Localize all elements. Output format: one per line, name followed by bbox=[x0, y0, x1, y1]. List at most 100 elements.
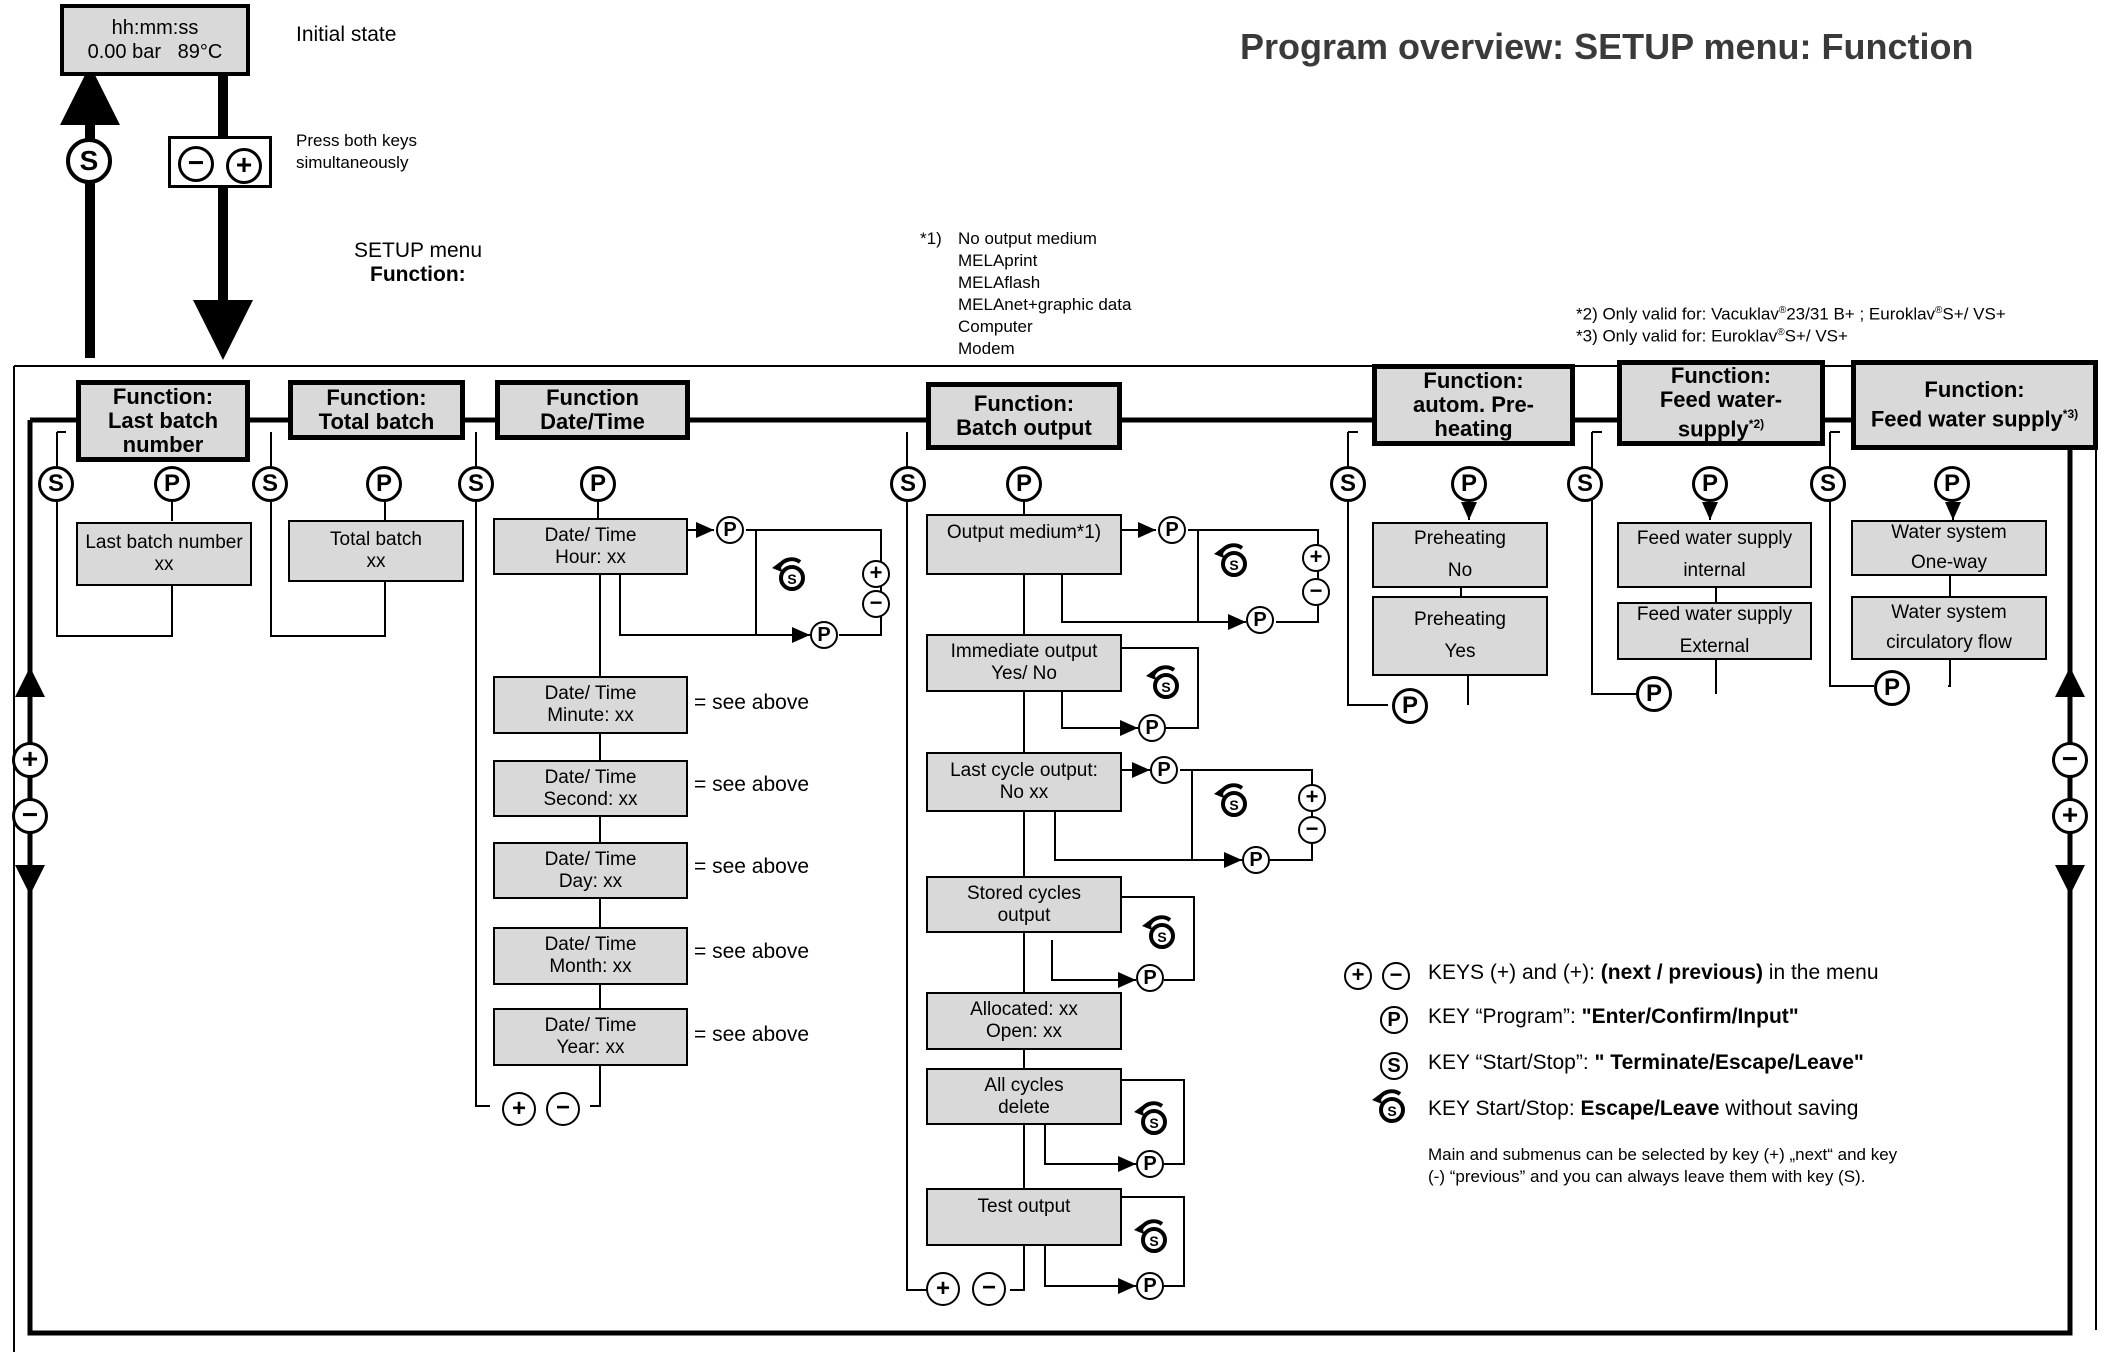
p-key-icon: P bbox=[1136, 964, 1164, 992]
minus-key-icon: − bbox=[1302, 578, 1330, 606]
plus-key-icon: + bbox=[1344, 962, 1372, 990]
function-feed-water-supply-box[interactable]: Function: Feed water supply*3) bbox=[1851, 360, 2098, 450]
p-key-icon: P bbox=[1934, 466, 1970, 502]
output-medium-box: Output medium*1) bbox=[926, 514, 1122, 575]
footnote-1-item: MELAprint bbox=[958, 251, 1038, 270]
see-above-label: = see above bbox=[694, 940, 810, 963]
footnote-1-marker: *1) bbox=[920, 229, 942, 248]
p-key-icon: P bbox=[1242, 846, 1270, 874]
svg-text:S: S bbox=[1387, 1103, 1396, 1119]
s-key-icon: S bbox=[890, 466, 926, 502]
function-feed-water-box[interactable]: Function:Feed water- supply*2) bbox=[1617, 360, 1825, 446]
footnote-1-item: Computer bbox=[958, 317, 1033, 336]
p-key-icon: P bbox=[810, 621, 838, 649]
page-title: Program overview: SETUP menu: Function bbox=[1240, 26, 1974, 67]
initial-state-display: hh:mm:ss 0.00 bar 89°C bbox=[60, 4, 250, 76]
p-key-icon: P bbox=[366, 466, 402, 502]
plus-key-icon: + bbox=[862, 560, 890, 588]
svg-text:S: S bbox=[1161, 679, 1170, 695]
svg-text:S: S bbox=[1229, 797, 1238, 813]
s-key-icon: S bbox=[1810, 466, 1846, 502]
plus-key-icon: + bbox=[12, 742, 48, 778]
initial-state-label: Initial state bbox=[296, 23, 397, 46]
p-key-icon: P bbox=[1246, 606, 1274, 634]
setup-menu-label: SETUP menu bbox=[354, 239, 482, 262]
minus-key-icon: − bbox=[178, 146, 214, 182]
plus-key-icon: + bbox=[1298, 784, 1326, 812]
legend-escape: KEY Start/Stop: Escape/Leave without sav… bbox=[1428, 1097, 1859, 1120]
p-key-icon: P bbox=[1138, 714, 1166, 742]
legend-plus-minus: KEYS (+) and (+): (next / previous) in t… bbox=[1428, 961, 1879, 984]
legend-program: KEY “Program”: "Enter/Confirm/Input" bbox=[1428, 1005, 1799, 1028]
p-key-icon: P bbox=[1136, 1150, 1164, 1178]
legend-note-2: (-) “previous” and you can always leave … bbox=[1428, 1167, 1866, 1186]
minus-key-icon: − bbox=[12, 798, 48, 834]
svg-text:S: S bbox=[1229, 557, 1238, 573]
function-total-batch-box[interactable]: Function:Total batch bbox=[288, 380, 465, 440]
s-key-icon: S bbox=[1330, 466, 1366, 502]
minus-key-icon: − bbox=[972, 1272, 1006, 1306]
s-key-icon: S bbox=[252, 466, 288, 502]
s-key-icon: S bbox=[66, 138, 112, 184]
test-output-box: Test output bbox=[926, 1188, 1122, 1246]
svg-text:S: S bbox=[1157, 929, 1166, 945]
p-key-icon: P bbox=[1158, 516, 1186, 544]
p-key-icon: P bbox=[154, 466, 190, 502]
minus-key-icon: − bbox=[1382, 962, 1410, 990]
p-key-icon: P bbox=[1136, 1272, 1164, 1300]
escape-key-icon: S bbox=[1214, 543, 1247, 577]
plus-key-icon: + bbox=[226, 148, 262, 184]
plus-key-icon: + bbox=[926, 1272, 960, 1306]
minus-key-icon: − bbox=[1298, 816, 1326, 844]
see-above-label: = see above bbox=[694, 1023, 810, 1046]
legend-note-1: Main and submenus can be selected by key… bbox=[1428, 1145, 1898, 1164]
p-key-icon: P bbox=[716, 516, 744, 544]
plus-key-icon: + bbox=[2052, 798, 2088, 834]
escape-key-icon: S bbox=[1134, 1219, 1167, 1253]
escape-key-icon: S bbox=[1142, 915, 1175, 949]
see-above-label: = see above bbox=[694, 855, 810, 878]
s-key-icon: S bbox=[458, 466, 494, 502]
p-key-icon: P bbox=[1150, 756, 1178, 784]
p-key-icon: P bbox=[1380, 1006, 1408, 1034]
s-key-icon: S bbox=[1567, 466, 1603, 502]
see-above-label: = see above bbox=[694, 773, 810, 796]
press-keys-note-1: Press both keys bbox=[296, 131, 417, 150]
see-above-label: = see above bbox=[694, 691, 810, 714]
p-key-icon: P bbox=[580, 466, 616, 502]
svg-text:S: S bbox=[1149, 1233, 1158, 1249]
last-cycle-output-box: Last cycle output:No xx bbox=[926, 752, 1122, 812]
footnote-1-item: MELAflash bbox=[958, 273, 1041, 292]
setup-menu-sublabel: Function: bbox=[370, 263, 466, 286]
s-key-icon: S bbox=[1380, 1052, 1408, 1080]
svg-text:S: S bbox=[787, 571, 796, 587]
footnote-1-item: Modem bbox=[958, 339, 1015, 358]
display-time: hh:mm:ss bbox=[111, 17, 199, 39]
function-batch-output-box[interactable]: Function:Batch output bbox=[926, 382, 1122, 450]
escape-key-icon: S bbox=[1214, 783, 1247, 817]
s-key-icon: S bbox=[38, 466, 74, 502]
p-key-icon: P bbox=[1636, 676, 1672, 712]
p-key-icon: P bbox=[1006, 466, 1042, 502]
p-key-icon: P bbox=[1692, 466, 1728, 502]
svg-text:S: S bbox=[1149, 1115, 1158, 1131]
function-preheating-box[interactable]: Function:autom. Pre-heating bbox=[1372, 364, 1575, 446]
